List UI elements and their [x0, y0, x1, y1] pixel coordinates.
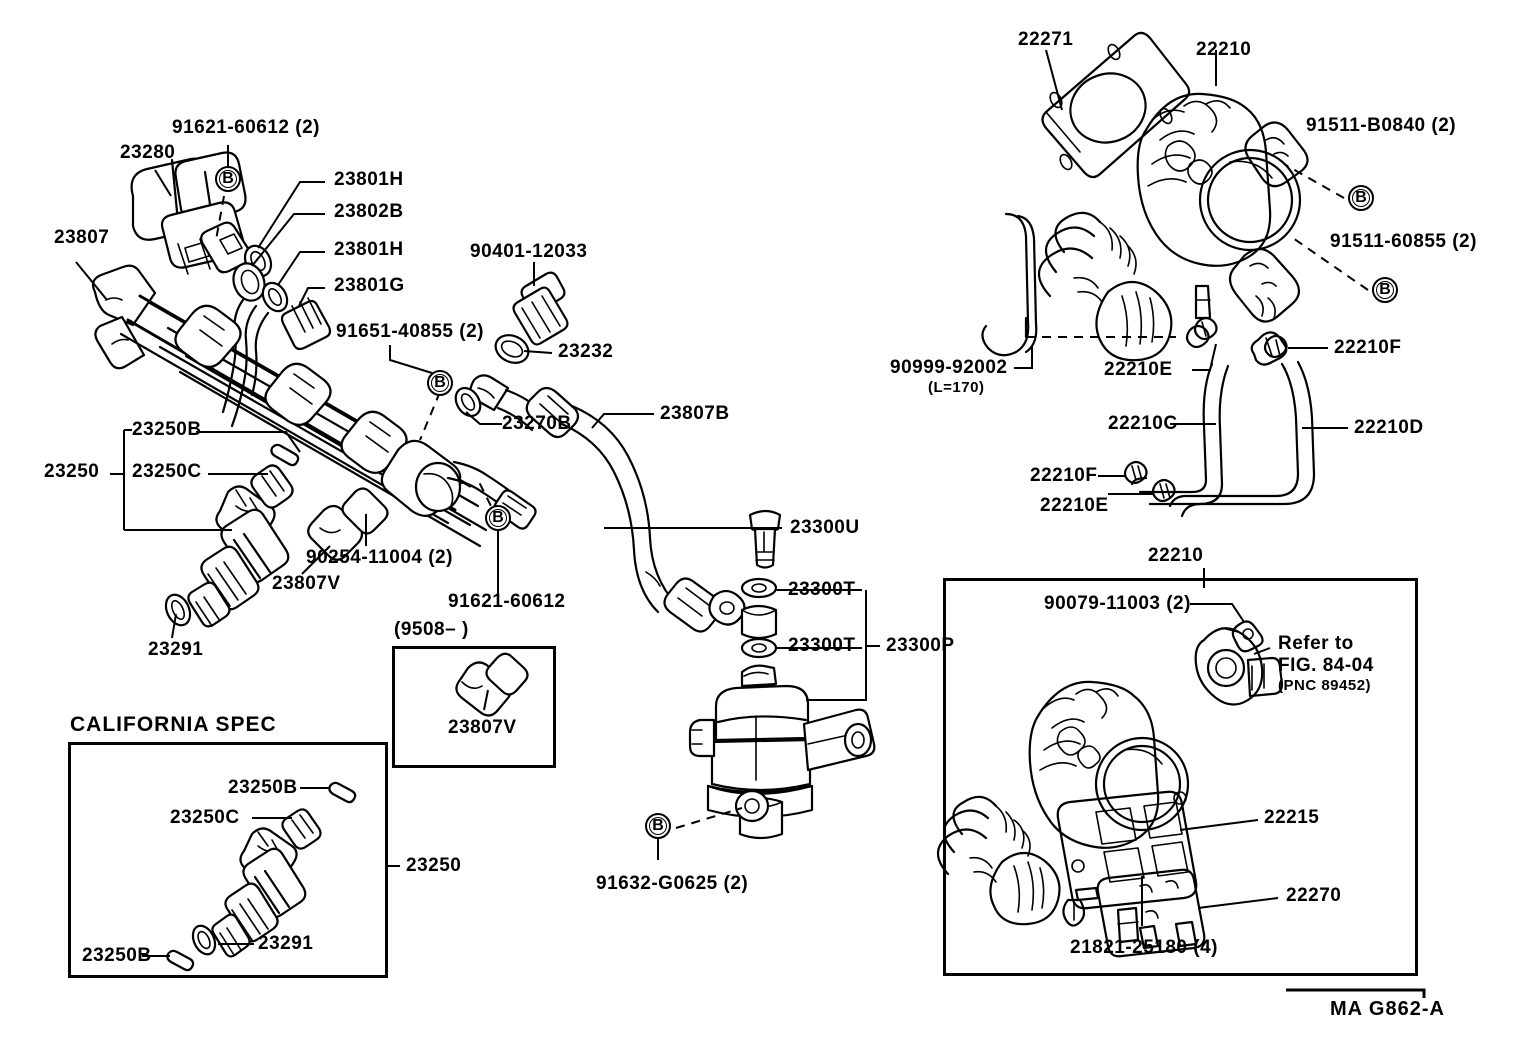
label-ca-23250b-top: 23250B: [228, 777, 298, 798]
label-91632-g0625-2: 91632-G0625 (2): [596, 873, 749, 894]
label-23250: 23250: [44, 461, 100, 482]
label-23807: 23807: [54, 227, 110, 248]
vacuum-hoses: [1125, 318, 1314, 516]
label-ca-23250c: 23250C: [170, 807, 240, 828]
label-date-range-title: (9508– ): [394, 619, 469, 640]
label-22210e-lower: 22210E: [1040, 495, 1109, 516]
label-22210f-lower: 22210F: [1030, 465, 1098, 486]
union-bolt-90401-12033: [491, 273, 567, 368]
label-23801g: 23801G: [334, 275, 405, 296]
label-91511-60855-2: 91511-60855 (2): [1330, 231, 1477, 252]
label-90401-12033: 90401-12033: [470, 241, 588, 262]
label-91511-b0840-2: 91511-B0840 (2): [1306, 115, 1457, 136]
label-91651-40855-2: 91651-40855 (2): [336, 321, 484, 342]
label-22215: 22215: [1264, 807, 1320, 828]
label-23802b: 23802B: [334, 201, 404, 222]
label-90999-92002-length: (L=170): [928, 379, 985, 396]
label-91621-60612: 91621-60612: [448, 591, 566, 612]
label-90079-11003-2: 90079-11003 (2): [1044, 593, 1191, 614]
label-23801h-upper: 23801H: [334, 169, 404, 190]
label-23300t-upper: 23300T: [788, 579, 856, 600]
date-range-box: [392, 646, 556, 768]
label-22210d: 22210D: [1354, 417, 1424, 438]
label-22271: 22271: [1018, 29, 1074, 50]
insulator-23807v: [308, 489, 387, 560]
reference-mark-b: B: [215, 166, 241, 192]
leader-lines: [76, 50, 1348, 956]
label-90999-92002: 90999-92002: [890, 357, 1008, 378]
fuel-delivery-pipe-23807: [93, 266, 536, 546]
label-ca-23250: 23250: [406, 855, 462, 876]
label-23280: 23280: [120, 142, 176, 163]
label-21821-25180-4: 21821-25180 (4): [1070, 937, 1218, 958]
label-23300u: 23300U: [790, 517, 860, 538]
throttle-body-inset-artwork: [938, 621, 1282, 956]
label-23807v-date-box: 23807V: [448, 717, 517, 738]
label-22210c: 22210C: [1108, 413, 1178, 434]
label-23291: 23291: [148, 639, 204, 660]
label-refer-to-line2: FIG. 84-04: [1278, 655, 1374, 676]
bolt-23300u: [742, 511, 780, 657]
california-spec-title: CALIFORNIA SPEC: [70, 713, 277, 736]
label-22210e-upper: 22210E: [1104, 359, 1173, 380]
label-23270b: 23270B: [502, 413, 572, 434]
label-90254-11004-2: 90254-11004 (2): [306, 547, 453, 568]
label-23250c: 23250C: [132, 461, 202, 482]
label-23232: 23232: [558, 341, 614, 362]
label-refer-to-line3: (PNC 89452): [1278, 677, 1372, 694]
throttle-body-inset-box: [943, 578, 1418, 976]
label-23807b: 23807B: [660, 403, 730, 424]
fuel-filter-23300: [690, 666, 874, 838]
fuel-hose-23807b: [451, 375, 745, 631]
label-22210-top: 22210: [1196, 39, 1252, 60]
label-91621-60612-2: 91621-60612 (2): [172, 117, 320, 138]
reference-mark-b: B: [1348, 185, 1374, 211]
figure-code: MA G862-A: [1330, 998, 1445, 1020]
label-23807v: 23807V: [272, 573, 341, 594]
label-22270: 22270: [1286, 885, 1342, 906]
reference-mark-b: B: [1372, 277, 1398, 303]
label-23250b: 23250B: [132, 419, 202, 440]
injector-23250: [161, 445, 298, 629]
label-23300p: 23300P: [886, 635, 955, 656]
label-22210f-upper: 22210F: [1334, 337, 1402, 358]
label-23300t-lower: 23300T: [788, 635, 856, 656]
reference-mark-b: B: [645, 813, 671, 839]
california-spec-box: [68, 742, 388, 978]
label-22210-inset: 22210: [1148, 545, 1204, 566]
label-ca-23291: 23291: [258, 933, 314, 954]
label-23801h-lower: 23801H: [334, 239, 404, 260]
label-refer-to-line1: Refer to: [1278, 633, 1354, 654]
gasket-22271: [1043, 33, 1190, 177]
reference-mark-b: B: [485, 505, 511, 531]
reference-mark-b: B: [427, 370, 453, 396]
label-ca-23250b-bottom: 23250B: [82, 945, 152, 966]
california-injector-artwork: [167, 783, 355, 970]
date-range-insulator-artwork: [456, 654, 527, 716]
